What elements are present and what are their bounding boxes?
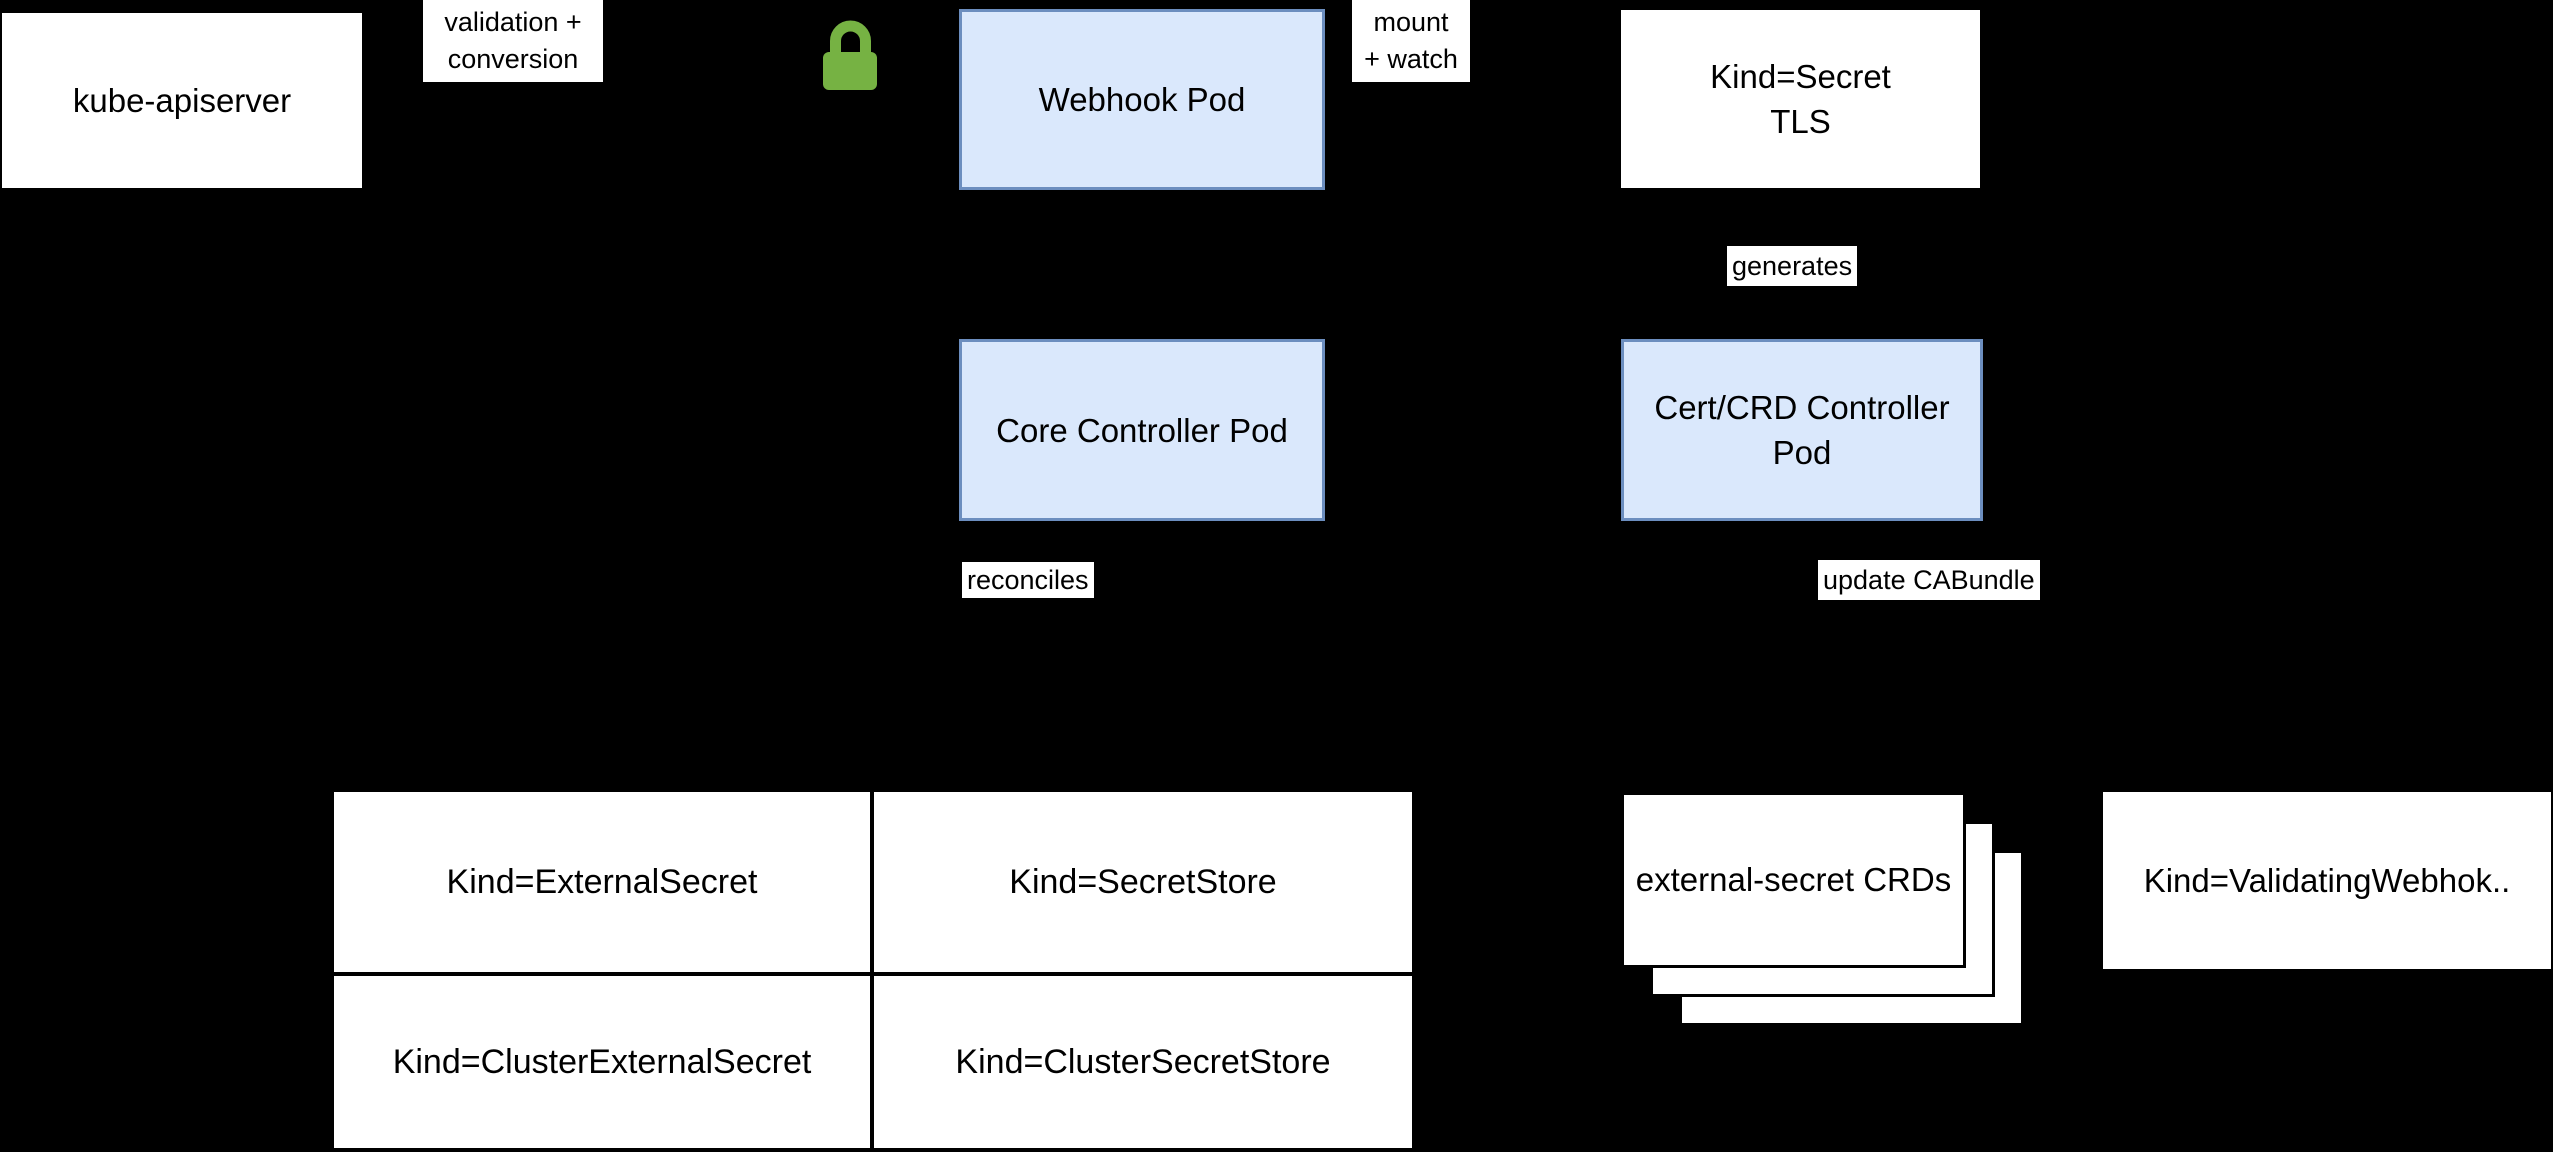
kube-apiserver-label: kube-apiserver xyxy=(72,82,292,119)
secret-store-label: Kind=SecretStore xyxy=(1009,862,1277,901)
reconciles-text: reconciles xyxy=(967,564,1089,595)
reconciles-edge-label: reconciles xyxy=(962,562,1094,598)
mount-watch-line1: mount xyxy=(1373,7,1449,37)
validation-line2: conversion xyxy=(447,44,579,74)
cert-crd-pod-line1: Cert/CRD Controller xyxy=(1654,389,1950,426)
core-controller-pod-label: Core Controller Pod xyxy=(996,411,1288,449)
cert-crd-pod-line2: Pod xyxy=(1772,434,1832,471)
secret-tls-node: Kind=Secret TLS xyxy=(1621,10,1980,188)
secret-store-node: Kind=SecretStore xyxy=(874,792,1412,972)
mount-watch-edge-label: mount + watch xyxy=(1352,0,1470,82)
lock-icon xyxy=(823,20,877,90)
cluster-external-secret-node: Kind=ClusterExternalSecret xyxy=(334,976,870,1148)
external-secret-crds-label: external-secret CRDs xyxy=(1635,861,1952,898)
generates-edge-label: generates xyxy=(1727,246,1858,286)
external-secret-label: Kind=ExternalSecret xyxy=(446,862,758,901)
cluster-secret-store-node: Kind=ClusterSecretStore xyxy=(874,976,1412,1148)
cluster-external-secret-label: Kind=ClusterExternalSecret xyxy=(392,1042,812,1081)
validation-conversion-edge-label: validation + conversion xyxy=(423,0,603,82)
webhook-pod-label: Webhook Pod xyxy=(1038,81,1246,118)
webhook-pod-node: Webhook Pod xyxy=(959,9,1325,190)
custom-resource-grid: Kind=ExternalSecret Kind=SecretStore Kin… xyxy=(334,792,1412,1148)
external-secret-node: Kind=ExternalSecret xyxy=(334,792,870,972)
update-cabundle-edge-label: update CABundle xyxy=(1818,560,2040,600)
validating-webhook-label: Kind=ValidatingWebhok.. xyxy=(2143,861,2511,899)
cluster-secret-store-label: Kind=ClusterSecretStore xyxy=(955,1042,1331,1081)
secret-tls-line1: Kind=Secret xyxy=(1710,58,1891,95)
secret-tls-line2: TLS xyxy=(1770,103,1831,140)
update-cabundle-text: update CABundle xyxy=(1823,564,2035,595)
core-controller-pod-node: Core Controller Pod xyxy=(959,339,1325,521)
generates-text: generates xyxy=(1732,250,1853,281)
external-secret-crds-node: external-secret CRDs xyxy=(1621,792,1966,968)
kube-apiserver-node: kube-apiserver xyxy=(2,13,362,188)
cert-crd-controller-pod-node: Cert/CRD Controller Pod xyxy=(1621,339,1983,521)
validation-line1: validation + xyxy=(444,7,582,37)
validating-webhook-node: Kind=ValidatingWebhok.. xyxy=(2103,792,2551,969)
mount-watch-line2: + watch xyxy=(1364,44,1458,74)
